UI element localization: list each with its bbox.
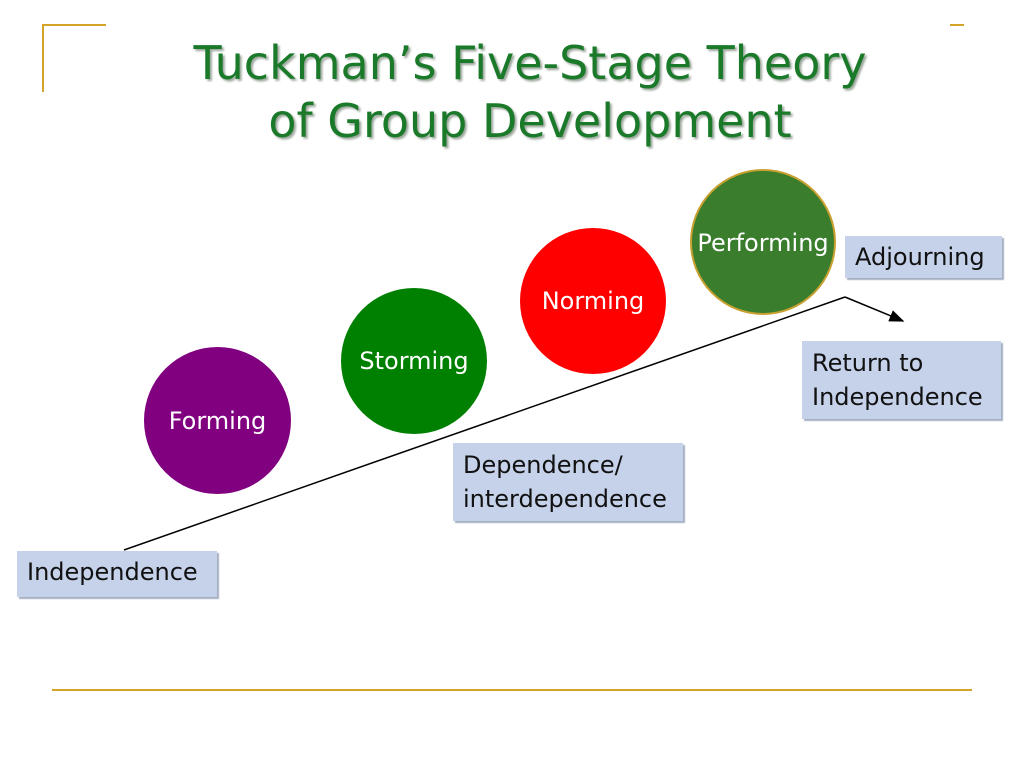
stage-storming-label: Storming (359, 347, 469, 375)
state-return-box: Return to Independence (802, 341, 1001, 419)
footer-divider (52, 689, 972, 691)
frame-corner-left (42, 24, 44, 92)
stage-adjourning-box: Adjourning (845, 236, 1002, 278)
slide-title: Tuckman’s Five-Stage Theory of Group Dev… (0, 34, 1024, 150)
return-arrow-line (844, 296, 905, 322)
frame-corner-top (42, 24, 106, 26)
stage-performing-label: Performing (697, 229, 829, 257)
title-line-1: Tuckman’s Five-Stage Theory (193, 36, 867, 90)
state-return-line-1: Return to (812, 349, 924, 377)
state-dependence-line-1: Dependence/ (463, 451, 623, 479)
title-line-2: of Group Development (268, 94, 792, 148)
stage-forming-label: Forming (168, 406, 267, 435)
stage-performing-circle: Performing (690, 169, 836, 315)
stage-norming-label: Norming (541, 287, 645, 315)
state-independence-label: Independence (27, 558, 198, 586)
stage-adjourning-label: Adjourning (855, 243, 985, 271)
state-dependence-line-2: interdependence (463, 485, 667, 513)
state-return-line-2: Independence (812, 383, 983, 411)
state-dependence-box: Dependence/ interdependence (453, 443, 683, 521)
stage-norming-circle: Norming (520, 228, 666, 374)
state-independence-box: Independence (17, 551, 217, 597)
stage-storming-circle: Storming (341, 288, 487, 434)
frame-corner-top-right (950, 24, 964, 26)
stage-forming-circle: Forming (144, 347, 291, 494)
rising-progression-line (123, 296, 846, 551)
